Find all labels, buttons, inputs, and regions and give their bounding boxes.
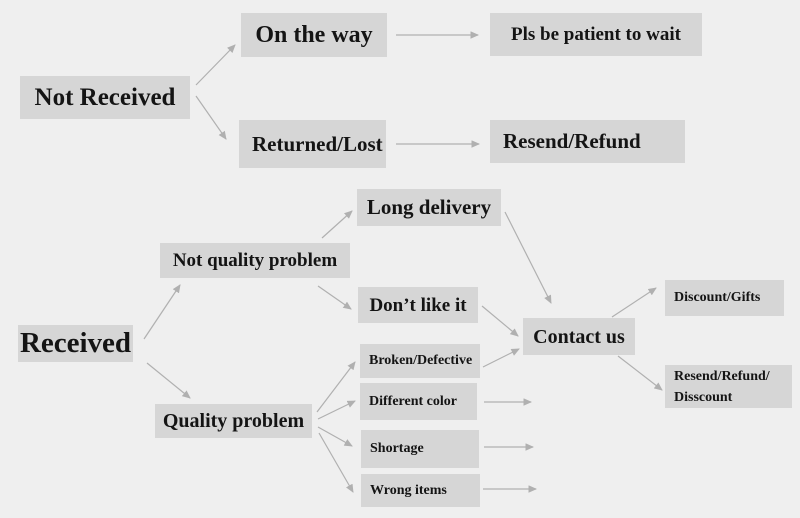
arrow-broken-defective-to-contact-us <box>482 348 520 368</box>
arrow-not-received-to-returned-lost <box>195 95 227 140</box>
node-resend-refund-disscount-line2: Disscount <box>674 389 733 405</box>
node-different-color: Different color <box>360 383 477 420</box>
node-resend-refund: Resend/Refund <box>490 120 685 163</box>
arrow-received-to-not-quality-problem <box>143 284 181 340</box>
arrow-quality-problem-to-broken-defective <box>316 361 356 413</box>
node-received: Received <box>18 325 133 362</box>
node-on-the-way: On the way <box>241 13 387 57</box>
arrow-not-quality-problem-to-long-delivery <box>321 210 353 239</box>
arrow-quality-problem-to-different-color <box>317 400 356 420</box>
node-returned-lost: Returned/Lost <box>239 120 386 168</box>
node-contact-us: Contact us <box>523 318 635 355</box>
arrow-dont-like-it-to-contact-us <box>481 305 519 337</box>
arrow-quality-problem-to-wrong-items <box>318 432 354 493</box>
node-quality-problem: Quality problem <box>155 404 312 438</box>
node-pls-be-patient-to-wait: Pls be patient to wait <box>490 13 702 56</box>
arrow-received-to-quality-problem <box>146 362 191 399</box>
node-dont-like-it: Don’t like it <box>358 287 478 323</box>
node-discount-gifts: Discount/Gifts <box>665 280 784 316</box>
arrow-contact-us-to-resend-refund-disscount <box>617 355 663 391</box>
arrow-not-received-to-on-the-way <box>195 44 236 86</box>
node-shortage: Shortage <box>361 430 479 468</box>
node-not-received: Not Received <box>20 76 190 119</box>
node-resend-refund-disscount-line1: Resend/Refund/ <box>674 368 770 384</box>
node-long-delivery: Long delivery <box>357 189 501 226</box>
node-not-quality-problem: Not quality problem <box>160 243 350 278</box>
arrow-long-delivery-to-contact-us <box>504 211 552 304</box>
arrow-contact-us-to-discount-gifts <box>611 287 657 318</box>
arrow-quality-problem-to-shortage <box>317 426 353 447</box>
node-resend-refund-disscount: Resend/Refund/ Disscount <box>665 365 792 408</box>
node-wrong-items: Wrong items <box>361 474 480 507</box>
node-broken-defective: Broken/Defective <box>360 344 480 378</box>
arrow-not-quality-problem-to-dont-like-it <box>317 285 352 310</box>
